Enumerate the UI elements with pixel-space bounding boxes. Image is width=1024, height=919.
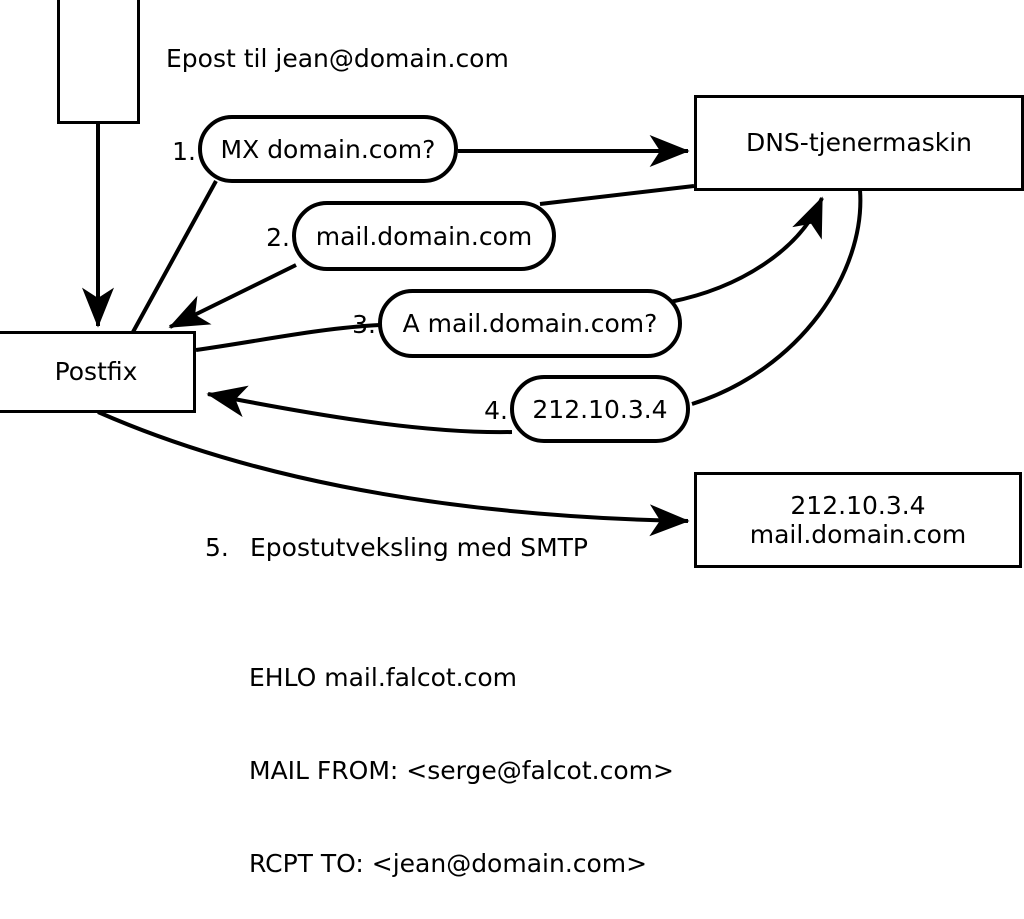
dns-server-box-label: DNS-tjenermaskin [745,128,972,158]
dns-server-box[interactable]: DNS-tjenermaskin [694,95,1024,191]
step-number-1: 1. [172,137,196,166]
step-number-4: 4. [484,396,508,425]
edge-dns-to-step4 [691,189,863,406]
mail-server-hostname: mail.domain.com [749,520,967,549]
step-number-5: 5. [205,533,229,562]
step-pill-a-answer-label: 212.10.3.4 [532,394,668,424]
step-number-2: 2. [266,223,290,252]
step-pill-a-answer[interactable]: 212.10.3.4 [510,375,690,443]
smtp-line: MAIL FROM: <serge@falcot.com> [249,756,674,785]
edge-postfix-to-step1 [131,180,218,333]
email-caption: Epost til jean@domain.com [166,44,509,73]
step-pill-mx-query-label: MX domain.com? [220,134,436,164]
edge-step3-to-dns [669,196,824,304]
client-box[interactable] [57,0,140,124]
step-pill-mx-answer[interactable]: mail.domain.com [292,201,556,271]
step-pill-mx-query[interactable]: MX domain.com? [198,115,458,183]
smtp-line: RCPT TO: <jean@domain.com> [249,849,648,878]
mail-server-ip: 212.10.3.4 [790,490,926,520]
step-pill-a-query[interactable]: A mail.domain.com? [378,289,682,358]
smtp-transcript: EHLO mail.falcot.com MAIL FROM: <serge@f… [249,600,674,919]
step-pill-a-query-label: A mail.domain.com? [402,309,658,338]
mail-server-box[interactable]: 212.10.3.4 mail.domain.com [694,472,1022,568]
postfix-box-label: Postfix [54,357,138,387]
postfix-box[interactable]: Postfix [0,331,196,413]
step-5-label: Epostutveksling med SMTP [250,533,589,562]
smtp-line: EHLO mail.falcot.com [249,663,518,692]
edge-step2-to-postfix [168,263,297,329]
edge-dns-to-step2 [539,184,695,206]
step-pill-mx-answer-label: mail.domain.com [315,221,533,251]
step-number-3: 3. [352,310,376,339]
